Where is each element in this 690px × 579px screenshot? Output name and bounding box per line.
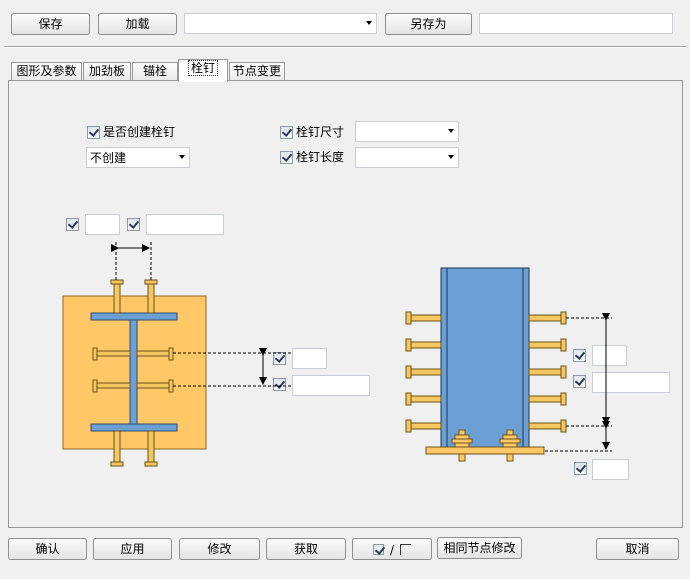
- apply-button[interactable]: 应用: [93, 538, 172, 560]
- create-stud-label: 是否创建栓钉: [103, 125, 176, 139]
- chevron-down-icon: [179, 155, 185, 159]
- column-stud-spacing-input[interactable]: [592, 345, 627, 366]
- column-stud-spacing-extra-input[interactable]: [592, 372, 670, 393]
- stud-size-checkbox[interactable]: [280, 126, 293, 139]
- stud-length-label: 栓钉长度: [296, 150, 345, 164]
- cancel-button[interactable]: 取消: [596, 538, 679, 560]
- column-stud-spacing-checkbox[interactable]: [573, 349, 586, 362]
- save-as-button[interactable]: 另存为: [385, 13, 472, 35]
- chevron-down-icon: [448, 129, 454, 133]
- tab-node-change[interactable]: 节点变更: [229, 62, 285, 81]
- stud-spacing-extra-input[interactable]: [146, 214, 224, 235]
- tab-stud-label: 栓钉: [187, 60, 218, 76]
- confirm-button[interactable]: 确认: [8, 538, 87, 560]
- tab-stiffener[interactable]: 加劲板: [83, 62, 131, 81]
- get-button[interactable]: 获取: [266, 538, 346, 560]
- stud-row-spacing-extra-input[interactable]: [292, 375, 370, 396]
- stud-row-spacing-extra-checkbox[interactable]: [273, 378, 286, 391]
- stud-spacing-checkbox[interactable]: [66, 218, 79, 231]
- save-button[interactable]: 保存: [11, 13, 90, 35]
- tab-graphics-params[interactable]: 图形及参数: [11, 62, 82, 81]
- stud-length-checkbox[interactable]: [280, 151, 293, 164]
- unchecked-checkbox-icon: [399, 544, 411, 555]
- column-base-offset-input[interactable]: [592, 459, 629, 480]
- tab-anchor-bolt[interactable]: 锚栓: [132, 62, 178, 81]
- toggle-separator: /: [389, 542, 395, 557]
- column-stud-spacing-extra-checkbox[interactable]: [573, 375, 586, 388]
- chevron-down-icon: [366, 21, 372, 25]
- create-stud-checkbox[interactable]: [87, 126, 100, 139]
- checked-checkbox-icon: [373, 544, 385, 555]
- column-base-offset-checkbox[interactable]: [574, 462, 587, 475]
- stud-length-select[interactable]: [355, 147, 459, 168]
- save-as-name-input[interactable]: [479, 13, 673, 34]
- toolbar-divider: [4, 46, 686, 48]
- stud-row-spacing-input[interactable]: [292, 348, 327, 369]
- modify-button[interactable]: 修改: [179, 538, 260, 560]
- tab-stud[interactable]: 栓钉: [178, 59, 228, 82]
- toggle-all-button[interactable]: /: [352, 538, 432, 560]
- load-button[interactable]: 加载: [98, 13, 177, 35]
- stud-spacing-extra-checkbox[interactable]: [127, 218, 140, 231]
- create-stud-select[interactable]: 不创建: [86, 147, 190, 168]
- stud-size-label: 栓钉尺寸: [296, 125, 345, 139]
- create-stud-select-value: 不创建: [90, 151, 127, 165]
- same-node-modify-button[interactable]: 相同节点修改: [437, 537, 522, 559]
- preset-select[interactable]: [184, 13, 377, 34]
- stud-spacing-input[interactable]: [85, 214, 120, 235]
- stud-size-select[interactable]: [355, 121, 459, 142]
- chevron-down-icon: [448, 155, 454, 159]
- stud-row-spacing-checkbox[interactable]: [273, 352, 286, 365]
